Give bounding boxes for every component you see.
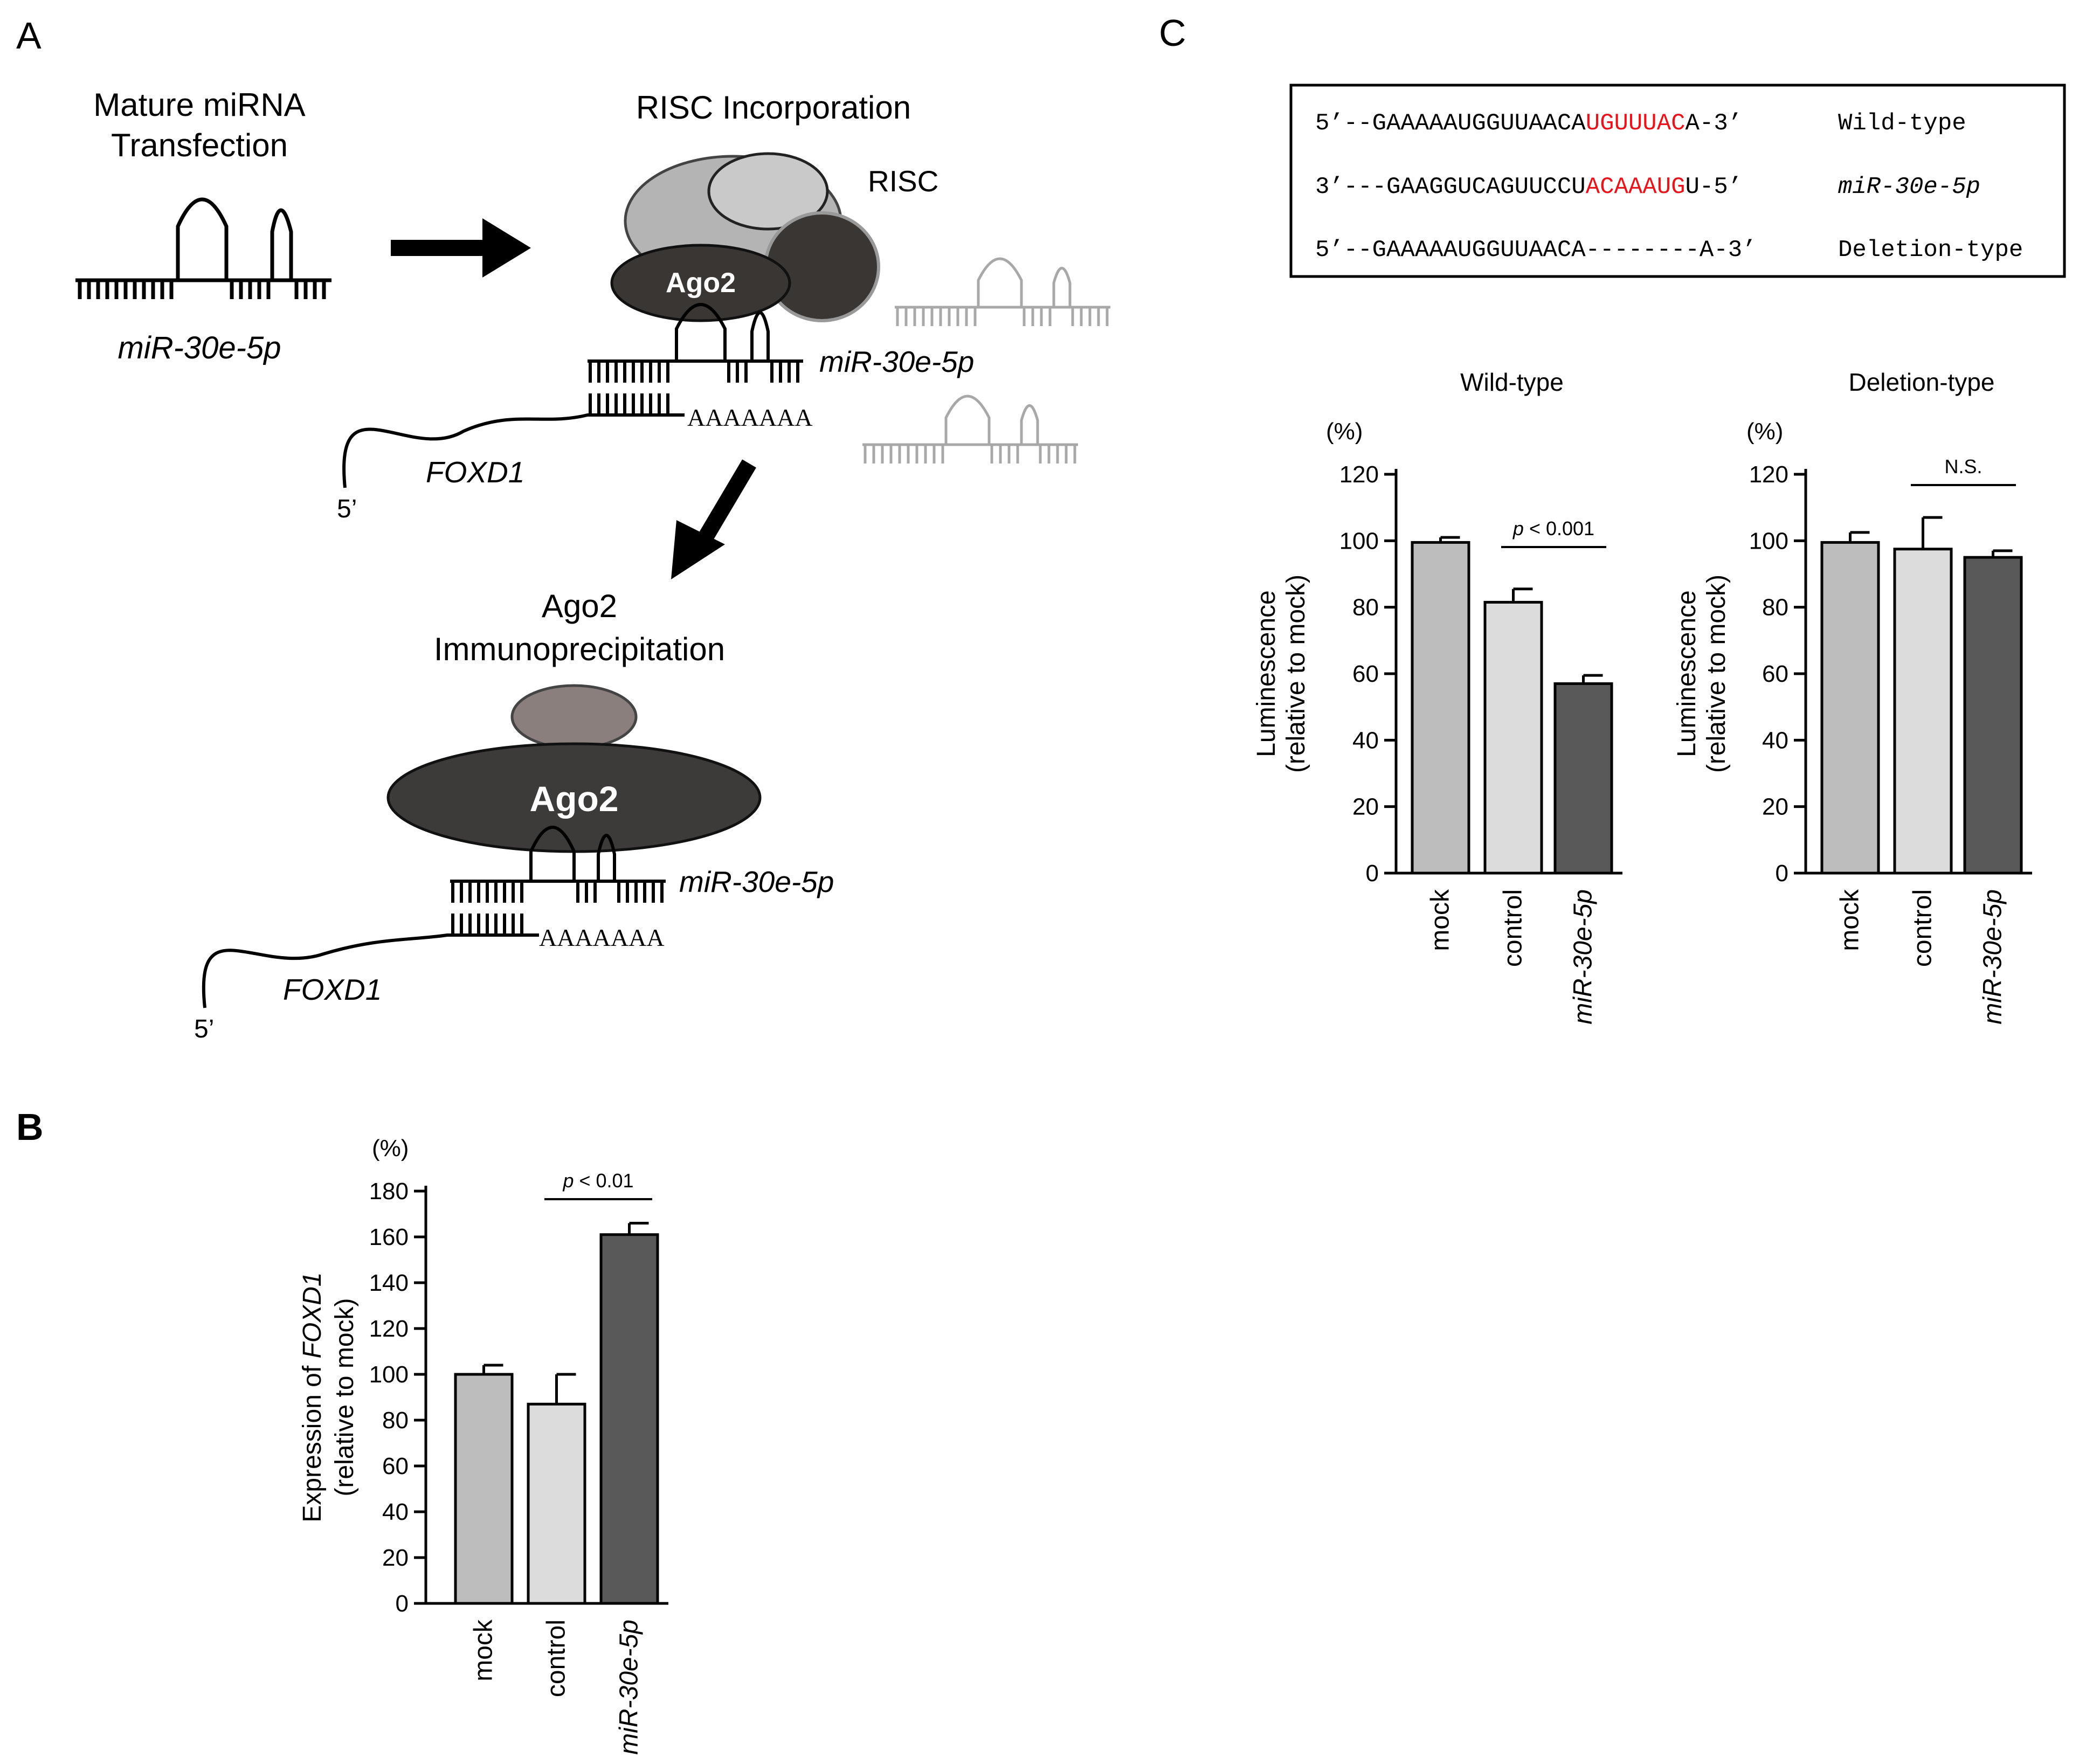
y-tick-label: 100 xyxy=(369,1361,409,1388)
y-tick-label: 60 xyxy=(382,1453,409,1479)
bar-mock xyxy=(1820,541,1880,875)
sequence-label-mirna: miR-30e-5p xyxy=(1838,174,1980,200)
five-prime-label-1: 5’ xyxy=(337,495,357,523)
arrow-down-left xyxy=(671,459,756,579)
chart-wildtype-luminescence: 0 20 40 60 80 100 120 (%) Wild-typeLuminescence(… xyxy=(1252,368,1622,1025)
y-tick-label: 80 xyxy=(1762,594,1788,621)
sequence-label-deletion: Deletion-type xyxy=(1838,237,2023,264)
chart-title: Deletion-type xyxy=(1848,368,1994,396)
y-tick-label: 160 xyxy=(369,1224,409,1250)
y-tick-label: 100 xyxy=(1339,528,1379,554)
y-tick-label: 20 xyxy=(1352,794,1379,820)
sequence-row-deletion: 5’--GAAAAAUGGUUAACA--------A-3’ xyxy=(1315,237,1757,264)
y-axis-label-line2: (relative to mock) xyxy=(330,1298,359,1496)
antibody-complex xyxy=(386,684,762,853)
y-tick-label: 20 xyxy=(1762,794,1788,820)
y-axis-label-line1: Expression of FOXD1 xyxy=(298,1272,327,1522)
y-axis-label-line1: Luminescence xyxy=(1673,590,1701,757)
category-label: miR-30e-5p xyxy=(1569,889,1598,1025)
y-tick-label: 40 xyxy=(1352,727,1379,753)
bar-mock xyxy=(454,1373,514,1605)
panel-label-b: B xyxy=(16,1106,44,1148)
bar-mir-30e-5p xyxy=(599,1233,659,1605)
bar-mir-30e-5p xyxy=(1963,556,2023,875)
ago2-small-label: Ago2 xyxy=(666,267,736,299)
y-tick-label: 120 xyxy=(1339,461,1379,488)
category-label: mock xyxy=(1426,889,1455,951)
y-axis-label-line1: Luminescence xyxy=(1252,590,1281,757)
category-label: miR-30e-5p xyxy=(615,1620,644,1755)
panel-label-a: A xyxy=(16,15,42,57)
y-unit-label: (%) xyxy=(1746,418,1783,445)
category-label: control xyxy=(542,1620,571,1697)
polya-label-1: AAAAAAA xyxy=(687,404,813,431)
y-unit-label: (%) xyxy=(372,1135,409,1161)
bar-control xyxy=(527,1402,586,1605)
step3-title-line2: Immunoprecipitation xyxy=(434,631,725,667)
step2-title: RISC Incorporation xyxy=(636,89,911,126)
step1-title-line2: Transfection xyxy=(111,127,288,163)
y-tick-label: 60 xyxy=(1762,661,1788,687)
gene-label-2: FOXD1 xyxy=(283,973,382,1006)
significance-label: N.S. xyxy=(1944,455,1982,478)
arrow-right xyxy=(391,218,531,278)
y-tick-label: 20 xyxy=(382,1545,409,1571)
y-tick-label: 100 xyxy=(1749,528,1788,554)
y-tick-label: 0 xyxy=(1776,860,1788,887)
y-tick-label: 140 xyxy=(369,1270,409,1296)
y-tick-label: 40 xyxy=(382,1499,409,1525)
y-tick-label: 40 xyxy=(1762,727,1788,753)
mirna-label-1: miR-30e-5p xyxy=(118,330,281,365)
category-label: miR-30e-5p xyxy=(1979,889,2007,1025)
five-prime-label-2: 5’ xyxy=(194,1015,214,1043)
bar-control xyxy=(1893,548,1953,875)
risc-label: RISC xyxy=(868,164,938,198)
risc-complex xyxy=(610,152,880,322)
step1-title-line1: Mature miRNA xyxy=(93,87,305,123)
mirna-drawing-3 xyxy=(202,826,666,1008)
y-tick-label: 80 xyxy=(382,1407,409,1434)
y-tick-label: 80 xyxy=(1352,594,1379,621)
gene-label-1: FOXD1 xyxy=(426,455,524,489)
significance-label: p < 0.001 xyxy=(1512,517,1594,539)
free-mirna-1 xyxy=(895,257,1110,326)
y-tick-label: 0 xyxy=(1366,860,1379,887)
y-axis-label-line2: (relative to mock) xyxy=(1282,575,1310,773)
mirna-label-3: miR-30e-5p xyxy=(679,865,834,898)
sequence-row-wildtype: 5’--GAAAAAUGGUUAACAUGUUUACA-3’ xyxy=(1315,110,1742,137)
category-label: mock xyxy=(469,1619,498,1682)
y-axis-label-line2: (relative to mock) xyxy=(1702,575,1731,773)
category-label: mock xyxy=(1836,889,1864,951)
chart-title: Wild-type xyxy=(1460,368,1564,396)
polya-label-2: AAAAAAA xyxy=(539,924,665,951)
y-tick-label: 180 xyxy=(369,1178,409,1205)
bar-mock xyxy=(1411,541,1470,875)
significance-label: p < 0.01 xyxy=(562,1170,633,1192)
sequence-label-wildtype: Wild-type xyxy=(1838,110,1966,137)
y-tick-label: 120 xyxy=(369,1316,409,1342)
category-label: control xyxy=(1909,889,1937,967)
bar-control xyxy=(1483,600,1543,875)
mirna-drawing-2 xyxy=(342,303,803,488)
category-label: control xyxy=(1499,889,1528,967)
chart-foxd1-expression: 0 20 40 60 80 100 120 140 160 180 (%) Expression of… xyxy=(298,1135,668,1755)
y-tick-label: 0 xyxy=(396,1590,409,1617)
mirna-label-2: miR-30e-5p xyxy=(819,345,974,378)
panel-label-c: C xyxy=(1159,12,1186,54)
chart-deletiontype-luminescence: 0 20 40 60 80 100 120 (%) Deletion-typeLuminesce… xyxy=(1673,368,2032,1025)
free-mirna-2 xyxy=(862,395,1078,464)
y-tick-label: 120 xyxy=(1749,461,1788,488)
step3-title-line1: Ago2 xyxy=(542,588,617,624)
bar-mir-30e-5p xyxy=(1553,682,1613,875)
sequence-alignment-box: 5’--GAAAAAUGGUUAACAUGUUUACA-3’ Wild-type… xyxy=(1289,84,2066,278)
sequence-row-mirna: 3’---GAAGGUCAGUUCCUACAAAUGU-5’ xyxy=(1315,174,1742,200)
ago2-large-label: Ago2 xyxy=(530,779,619,819)
y-unit-label: (%) xyxy=(1326,418,1363,445)
y-tick-label: 60 xyxy=(1352,661,1379,687)
mirna-drawing-1 xyxy=(75,197,331,299)
panel-a-diagram: Mature miRNA Transfection miR-30e-5p RIS… xyxy=(75,87,1110,1043)
